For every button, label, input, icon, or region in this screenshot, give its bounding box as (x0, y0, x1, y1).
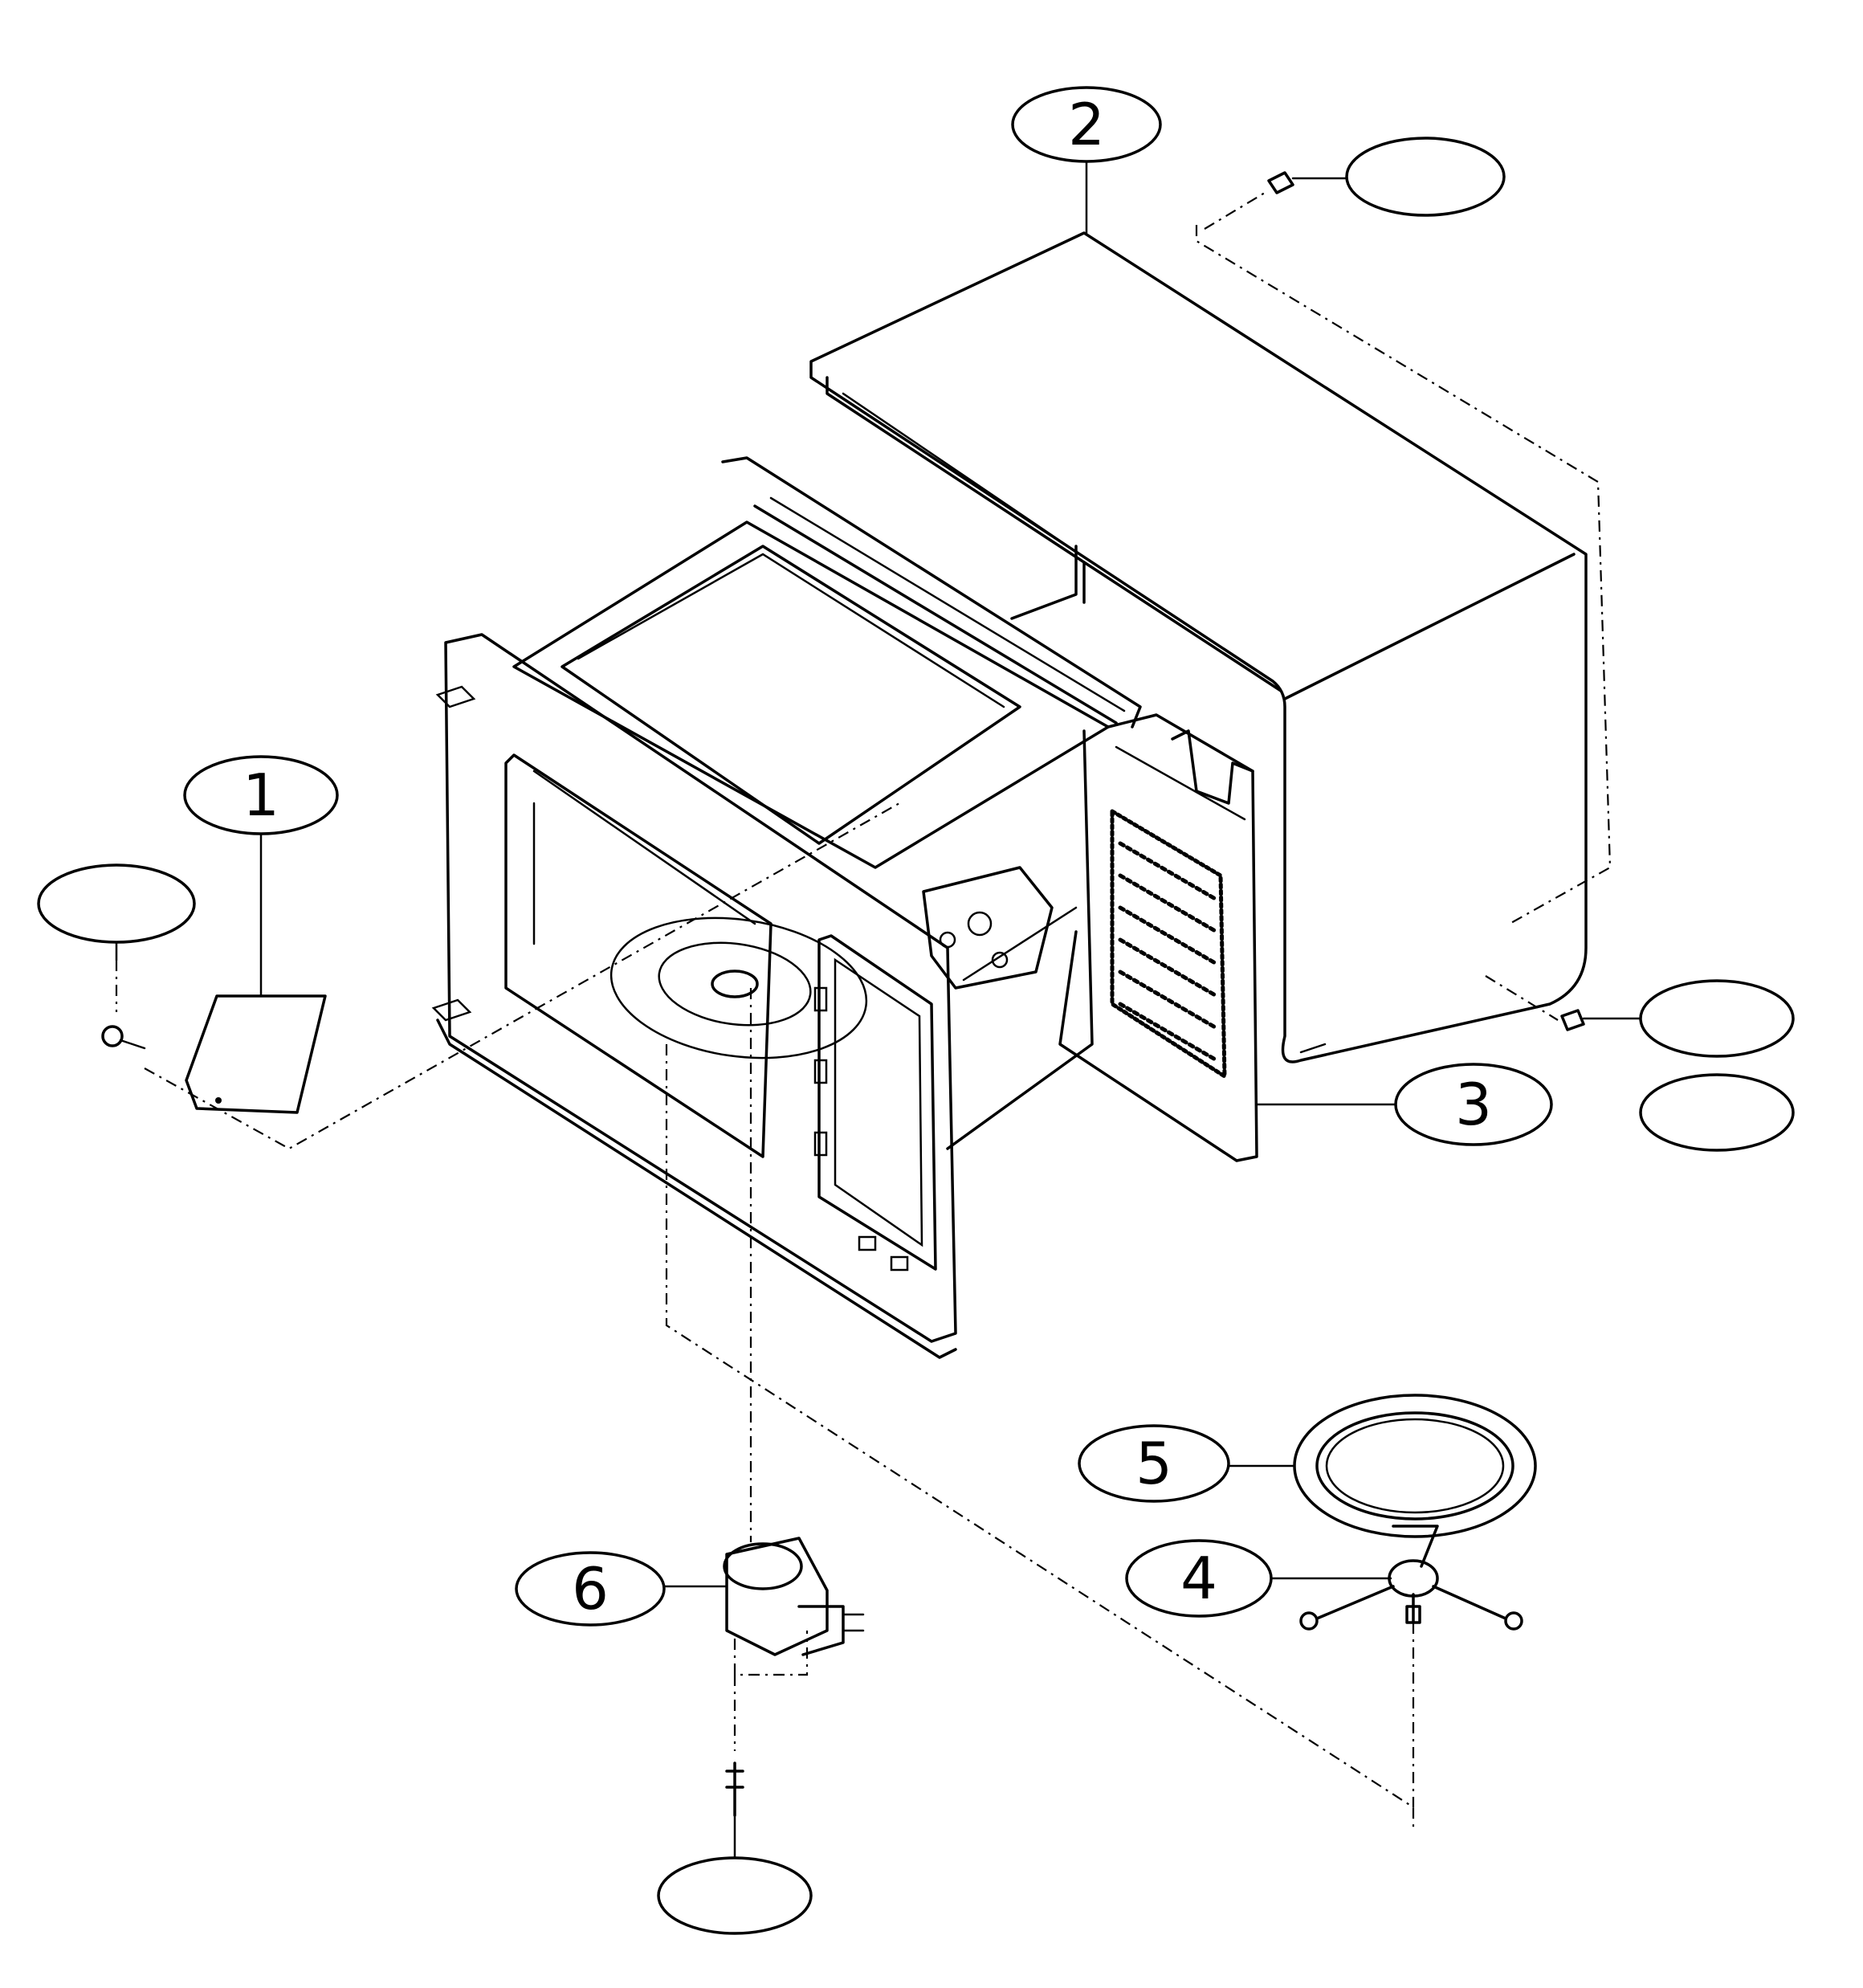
cover-plate (185, 994, 327, 1114)
callout-2-label: 2 (1068, 91, 1105, 158)
callout-1-label: 1 (243, 761, 279, 829)
callout-5-label: 5 (1135, 1430, 1172, 1497)
callout-blank-top-right (1345, 137, 1506, 217)
callout-3-label: 3 (1455, 1071, 1492, 1138)
callout-blank-right-lower (1639, 1073, 1795, 1152)
callout-6: 6 (515, 1551, 666, 1627)
outer-cabinet (809, 231, 1588, 1063)
callout-blank-right-upper (1639, 979, 1795, 1058)
screw-icon (725, 1761, 744, 1817)
oven-cavity (431, 456, 1142, 1359)
glass-tray (1293, 1394, 1537, 1538)
callout-6-label: 6 (572, 1555, 609, 1623)
back-panel (1058, 713, 1258, 1162)
callout-1: 1 (183, 755, 339, 835)
screw-icon (1267, 171, 1351, 194)
callout-4-label: 4 (1180, 1545, 1217, 1612)
turntable-motor (723, 1537, 865, 1656)
callout-5: 5 (1078, 1424, 1230, 1503)
leader-lines (115, 151, 1399, 1865)
callout-blank-left (37, 863, 196, 944)
vent-grille (1110, 807, 1227, 1080)
assembly-lines (115, 192, 1612, 1831)
screw-icon (1560, 1009, 1644, 1031)
callout-4: 4 (1125, 1539, 1273, 1618)
callout-2: 2 (1011, 86, 1162, 163)
callout-3: 3 (1394, 1063, 1553, 1146)
screw-icon (101, 1025, 146, 1050)
callout-blank-bottom (657, 1856, 813, 1935)
